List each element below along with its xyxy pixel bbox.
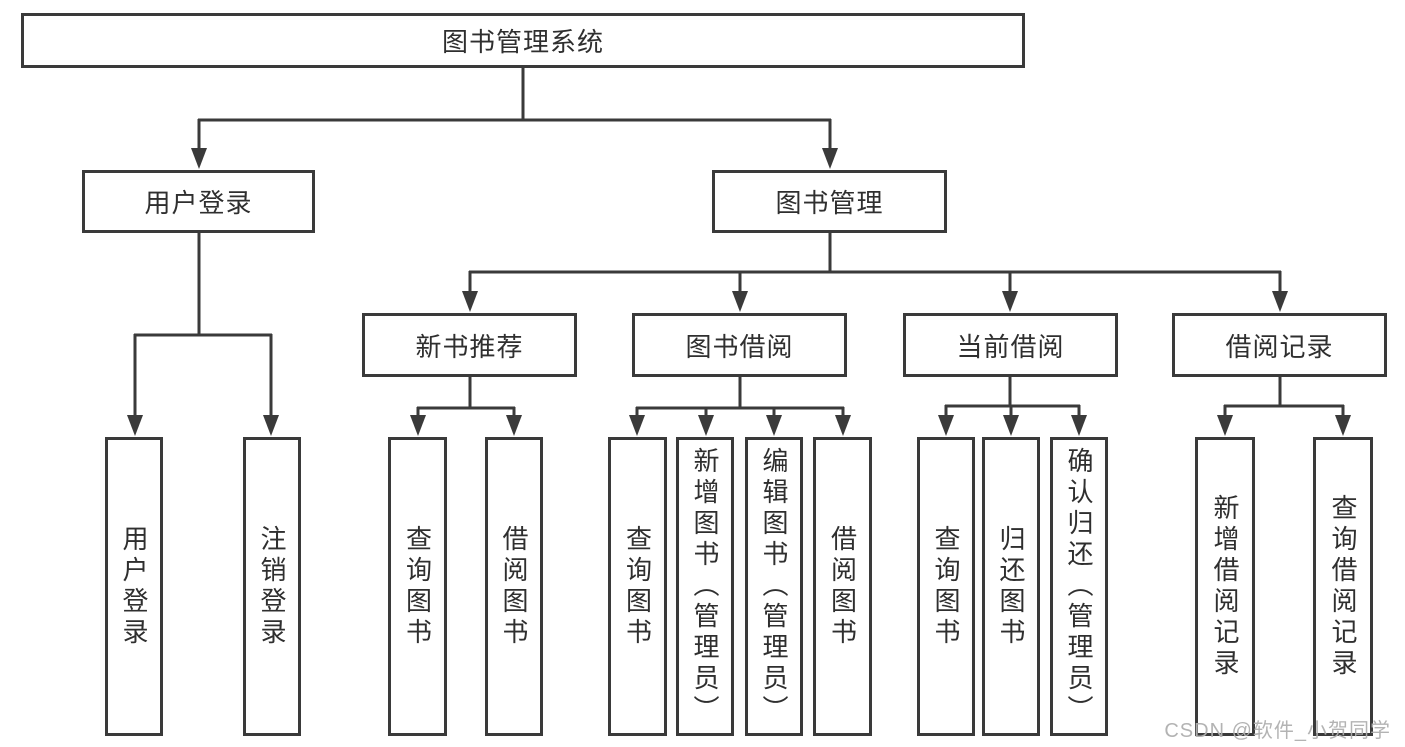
connector-book-management bbox=[468, 233, 1282, 296]
node-label: 图书管理系统 bbox=[441, 27, 604, 57]
node-label: 图书管理 bbox=[775, 188, 884, 218]
leaf-user-login: 用户登录 bbox=[105, 437, 163, 736]
node-label: 查询借阅记录 bbox=[1328, 493, 1358, 680]
arrow-icon bbox=[127, 415, 143, 436]
leaf-recommend-borrow-book: 借阅图书 bbox=[485, 437, 543, 736]
node-label: 用户登录 bbox=[119, 524, 149, 649]
arrow-icon bbox=[698, 415, 714, 436]
arrow-icon bbox=[835, 415, 851, 436]
node-label: 新书推荐 bbox=[415, 331, 524, 362]
leaf-record-query-borrow-record: 查询借阅记录 bbox=[1313, 437, 1373, 736]
connector-current-borrow bbox=[944, 377, 1081, 419]
node-label: 注销登录 bbox=[257, 524, 287, 649]
arrowheads bbox=[127, 148, 1351, 436]
node-label: 新增借阅记录 bbox=[1210, 493, 1240, 680]
arrow-icon bbox=[629, 415, 645, 436]
arrow-icon bbox=[1335, 415, 1351, 436]
connector-borrow-record bbox=[1223, 377, 1345, 419]
node-root-system: 图书管理系统 bbox=[21, 13, 1025, 68]
leaf-current-confirm-return-admin: 确认归还（管理员） bbox=[1050, 437, 1108, 736]
leaf-current-return-book: 归还图书 bbox=[982, 437, 1040, 736]
arrow-icon bbox=[1272, 291, 1288, 312]
arrow-icon bbox=[410, 415, 426, 436]
node-label: 当前借阅 bbox=[956, 331, 1065, 362]
arrow-icon bbox=[1002, 291, 1018, 312]
node-label: 归还图书 bbox=[996, 524, 1026, 649]
node-borrowing-records: 借阅记录 bbox=[1172, 313, 1387, 377]
arrow-icon bbox=[1003, 415, 1019, 436]
node-label: 借阅记录 bbox=[1225, 331, 1334, 362]
node-label: 查询图书 bbox=[931, 524, 961, 649]
node-book-management: 图书管理 bbox=[712, 170, 947, 233]
arrow-icon bbox=[732, 291, 748, 312]
leaf-borrowing-add-book-admin: 新增图书（管理员） bbox=[676, 437, 734, 736]
leaf-borrowing-query-book: 查询图书 bbox=[608, 437, 667, 736]
node-label: 借阅图书 bbox=[499, 524, 529, 649]
node-label: 借阅图书 bbox=[827, 524, 858, 649]
arrow-icon bbox=[462, 291, 478, 312]
arrow-icon bbox=[191, 148, 207, 169]
arrow-icon bbox=[263, 415, 279, 436]
connector-new-book-rec bbox=[416, 377, 516, 419]
node-new-book-recommend: 新书推荐 bbox=[362, 313, 577, 377]
arrow-icon bbox=[1071, 415, 1087, 436]
leaf-recommend-query-book: 查询图书 bbox=[388, 437, 447, 736]
arrow-icon bbox=[766, 415, 782, 436]
leaf-borrowing-borrow-book: 借阅图书 bbox=[813, 437, 872, 736]
leaf-borrowing-edit-book-admin: 编辑图书（管理员） bbox=[745, 437, 803, 736]
node-book-borrowing: 图书借阅 bbox=[632, 313, 847, 377]
arrow-icon bbox=[938, 415, 954, 436]
node-label: 用户登录 bbox=[144, 188, 253, 218]
node-label: 图书借阅 bbox=[685, 331, 794, 362]
connector-user-login bbox=[133, 233, 273, 419]
leaf-current-query-book: 查询图书 bbox=[917, 437, 975, 736]
arrow-icon bbox=[822, 148, 838, 169]
node-label: 编辑图书（管理员） bbox=[759, 447, 789, 726]
node-label: 确认归还（管理员） bbox=[1064, 447, 1094, 726]
node-current-borrowing: 当前借阅 bbox=[903, 313, 1118, 377]
leaf-record-add-borrow-record: 新增借阅记录 bbox=[1195, 437, 1255, 736]
connector-book-borrow bbox=[635, 377, 845, 419]
node-label: 查询图书 bbox=[402, 524, 433, 649]
node-user-login: 用户登录 bbox=[82, 170, 315, 233]
arrow-icon bbox=[1217, 415, 1233, 436]
connector-root bbox=[197, 68, 832, 152]
node-label: 新增图书（管理员） bbox=[690, 447, 720, 726]
arrow-icon bbox=[506, 415, 522, 436]
node-label: 查询图书 bbox=[622, 524, 653, 649]
leaf-logout: 注销登录 bbox=[243, 437, 301, 736]
